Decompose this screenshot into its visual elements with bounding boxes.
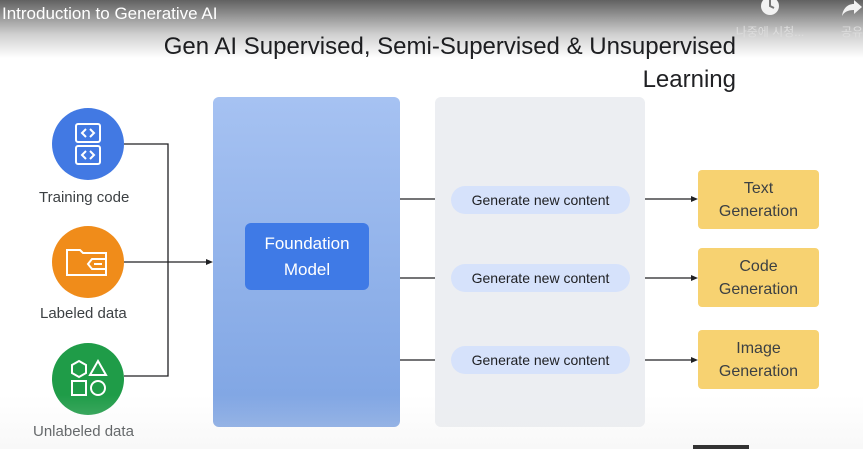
code-brackets-icon <box>75 123 101 165</box>
video-top-overlay <box>0 0 863 58</box>
watch-later-label: 나중에 시청... <box>735 25 805 39</box>
image-generation-box: Image Generation <box>698 330 819 389</box>
generate-new-content-pill: Generate new content <box>451 346 630 374</box>
share-label: 공유 <box>840 25 863 39</box>
generate-new-content-pill: Generate new content <box>451 264 630 292</box>
labeled-folder-icon <box>66 249 107 276</box>
text-generation-box: Text Generation <box>698 170 819 229</box>
foundation-model-box: Foundation Model <box>245 223 369 290</box>
watch-later-button[interactable]: 나중에 시청... <box>727 0 813 40</box>
video-title[interactable]: Introduction to Generative AI <box>2 4 218 23</box>
unlabeled-data-label: Unlabeled data <box>33 423 134 440</box>
labeled-data-label: Labeled data <box>40 305 127 322</box>
code-generation-box: Code Generation <box>698 248 819 307</box>
foundation-model-label: Foundation Model <box>264 233 350 279</box>
shapes-icon <box>71 358 108 396</box>
labeled-data-circle <box>52 226 124 298</box>
generate-column <box>435 97 645 427</box>
text-generation-label: Text Generation <box>718 179 799 220</box>
video-progress-fragment <box>693 445 749 449</box>
image-generation-label: Image Generation <box>718 339 799 380</box>
clock-icon <box>761 0 779 15</box>
generate-new-content-pill: Generate new content <box>451 186 630 214</box>
code-generation-label: Code Generation <box>718 257 799 298</box>
share-arrow-icon <box>842 0 862 16</box>
training-code-label: Training code <box>39 189 130 206</box>
training-code-circle <box>52 108 124 180</box>
share-button[interactable]: 공유 <box>832 0 863 40</box>
unlabeled-data-circle <box>52 343 124 415</box>
